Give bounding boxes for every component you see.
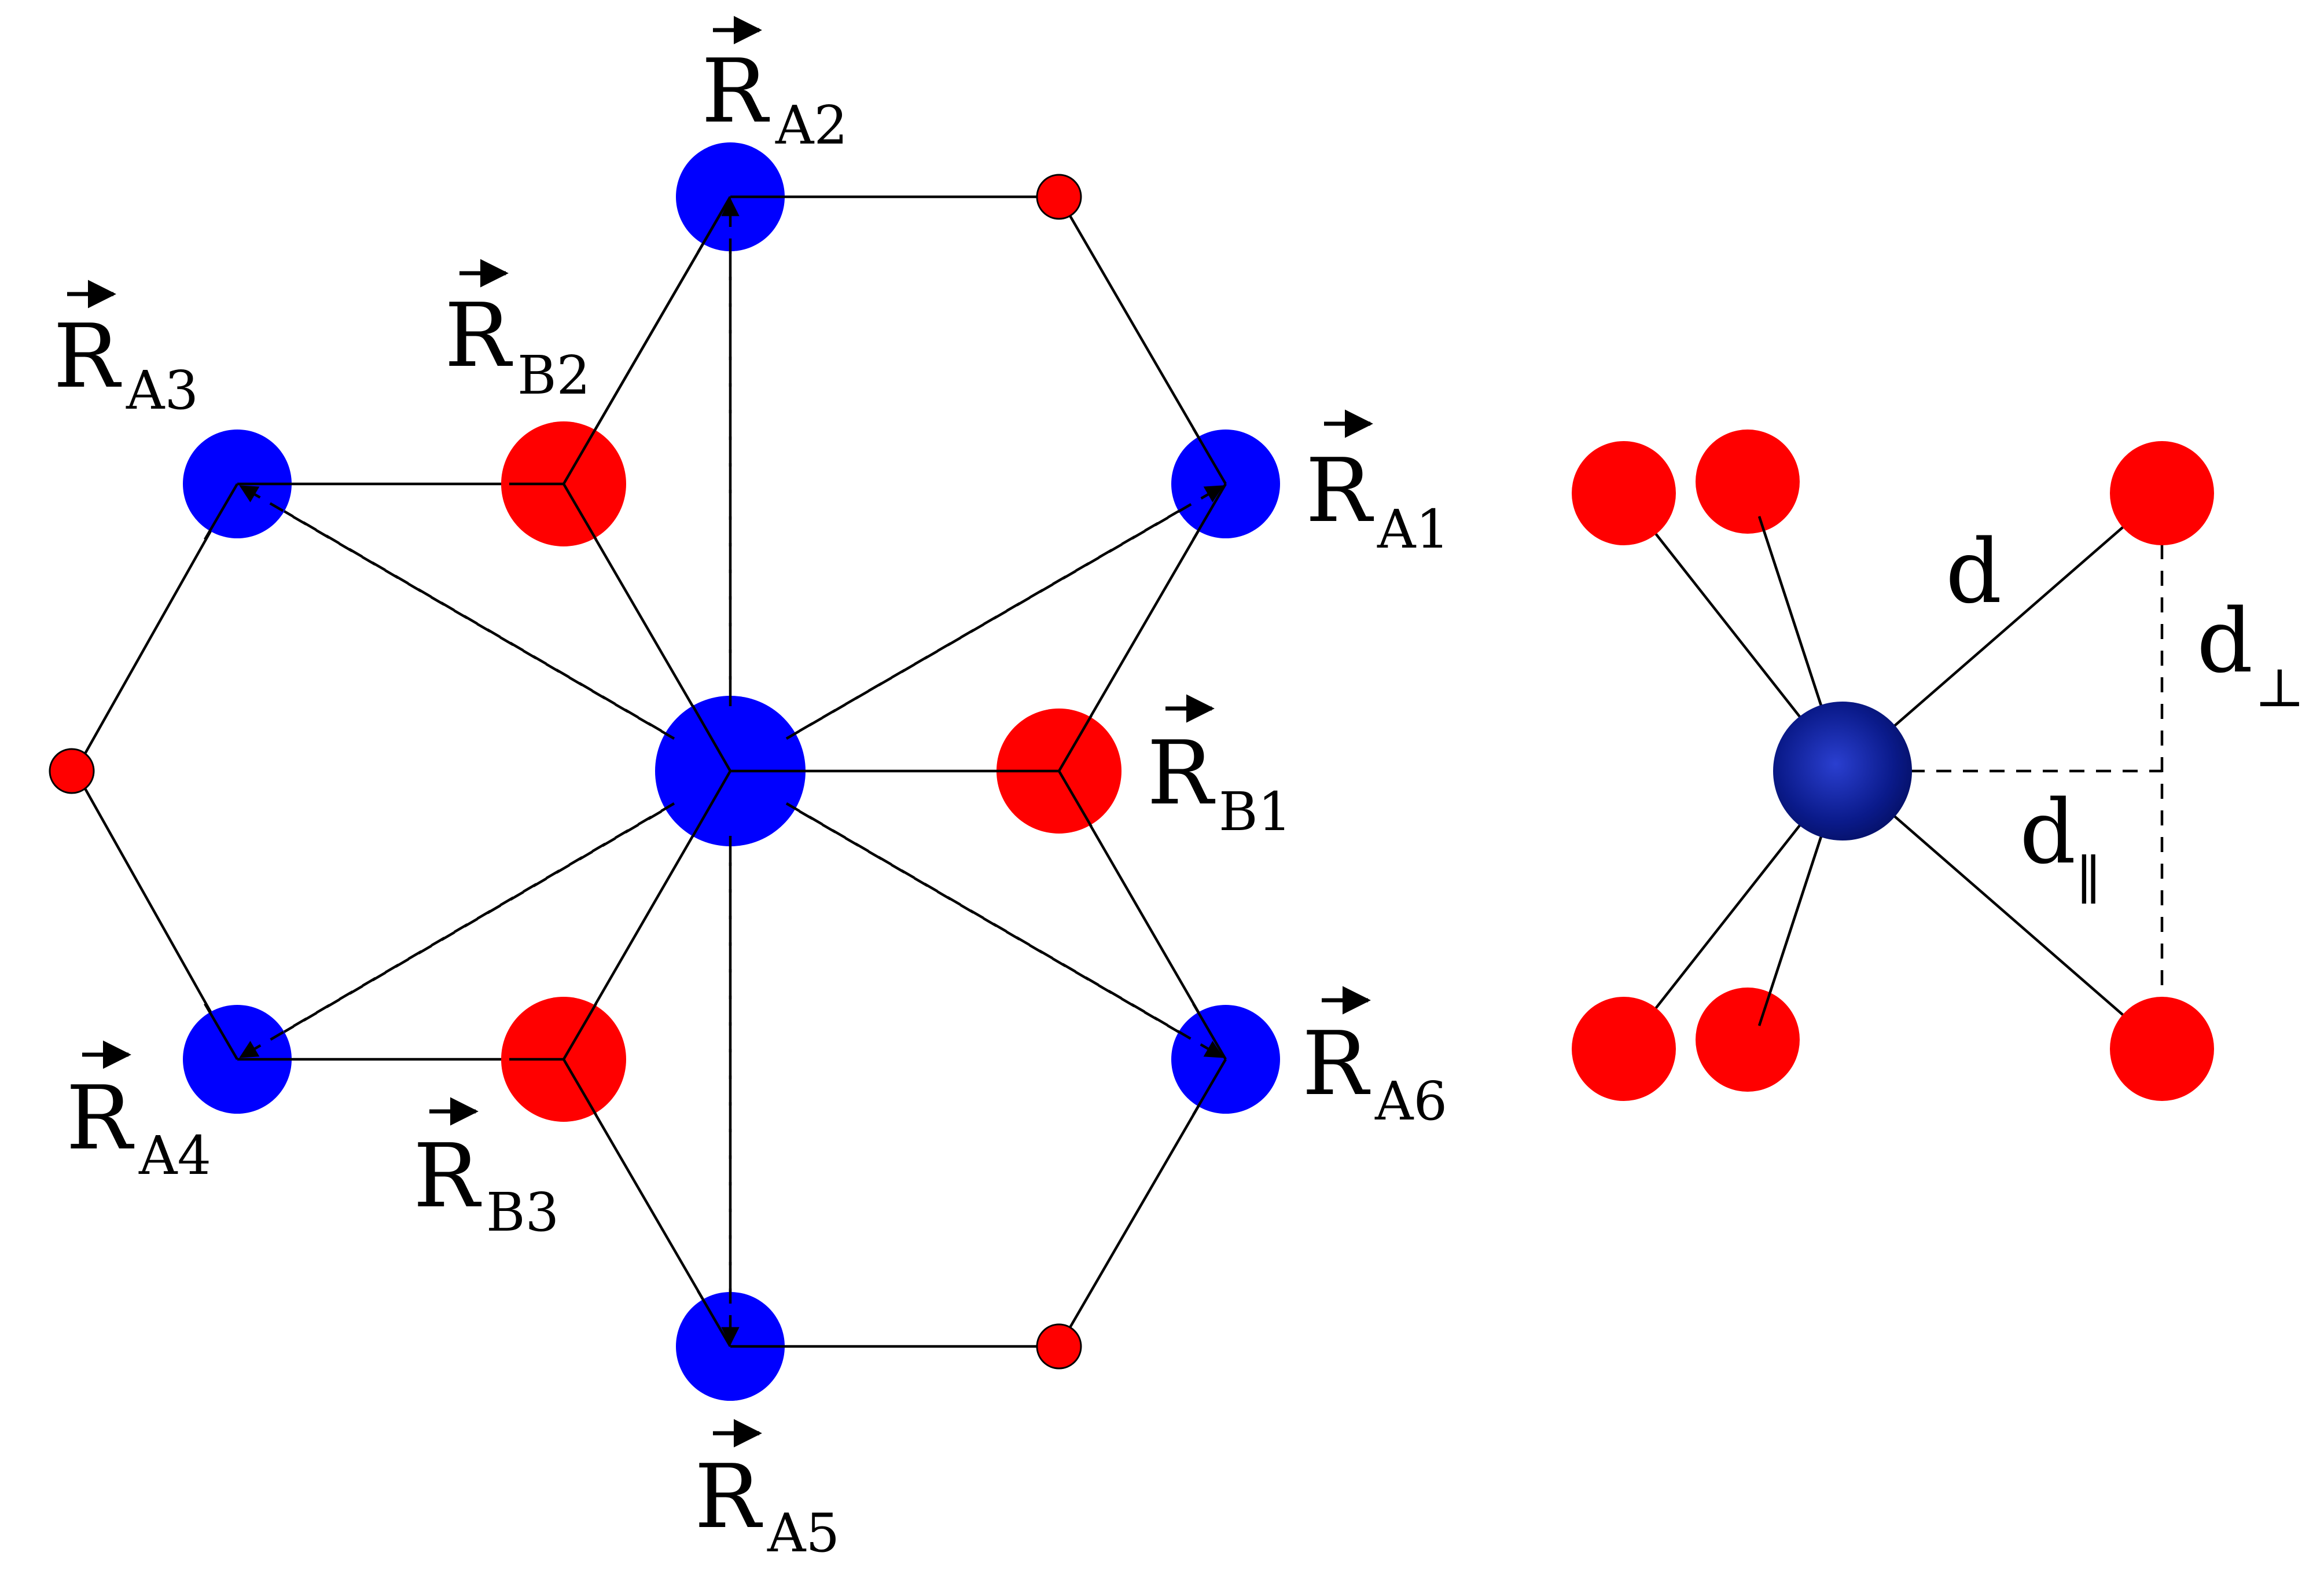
label-r-a6: R A6 — [1302, 986, 1447, 1132]
svg-text:d: d — [2020, 781, 2076, 883]
svg-text:A1: A1 — [1377, 498, 1450, 560]
svg-text:R: R — [444, 284, 513, 387]
label-r-a2: R A2 — [701, 16, 848, 156]
svg-text:A5: A5 — [767, 1502, 840, 1564]
geo-blue-atom — [1773, 702, 1912, 840]
vector-arrowheads — [239, 197, 1224, 1346]
atom-b-small — [1036, 1323, 1082, 1370]
svg-text:⊥: ⊥ — [2255, 657, 2305, 719]
geo-red-atom — [2110, 997, 2214, 1101]
lattice-panel: R A2 R A3 R B2 R A1 — [49, 16, 1450, 1564]
svg-text:R: R — [1147, 722, 1216, 824]
svg-text:R: R — [53, 305, 122, 408]
label-d-par: d ∥ — [2020, 781, 2101, 911]
svg-text:R: R — [1302, 1012, 1371, 1115]
svg-text:d: d — [2197, 590, 2253, 692]
label-r-a5: R A5 — [694, 1419, 840, 1564]
label-r-b1: R B1 — [1147, 694, 1292, 843]
geo-red-atom — [1572, 441, 1676, 545]
geometry-panel: d d ⊥ d ∥ — [1572, 430, 2305, 1101]
svg-text:R: R — [1306, 439, 1374, 542]
label-r-b3: R B3 — [413, 1097, 559, 1243]
label-d: d — [1946, 520, 2002, 623]
svg-text:B3: B3 — [486, 1181, 559, 1243]
label-r-b2: R B2 — [444, 259, 590, 406]
label-d-perp: d ⊥ — [2197, 590, 2305, 719]
svg-text:R: R — [694, 1445, 763, 1548]
dashed-vectors — [236, 197, 1227, 1346]
svg-text:R: R — [701, 40, 770, 142]
vector-labels: R A2 R A3 R B2 R A1 — [53, 16, 1450, 1564]
geometry-labels: d d ⊥ d ∥ — [1946, 520, 2305, 911]
label-r-a4: R A4 — [66, 1040, 211, 1187]
geo-red-atom — [1696, 988, 1800, 1092]
label-r-a1: R A1 — [1306, 409, 1450, 560]
atoms-b-small — [49, 174, 1082, 1370]
svg-text:B1: B1 — [1219, 781, 1292, 843]
geometry-atoms — [1572, 430, 2214, 1101]
svg-text:∥: ∥ — [2076, 849, 2101, 911]
label-r-a3: R A3 — [53, 280, 198, 421]
atom-b-small — [1036, 174, 1082, 220]
geo-red-atom — [1572, 997, 1676, 1101]
bond-overlays — [204, 195, 1227, 1348]
atom-b-small — [49, 748, 95, 794]
svg-text:R: R — [413, 1125, 482, 1227]
svg-text:A3: A3 — [126, 359, 198, 421]
svg-text:R: R — [66, 1067, 135, 1169]
geo-red-atom — [1696, 430, 1800, 534]
svg-text:B2: B2 — [517, 344, 590, 406]
svg-text:A2: A2 — [775, 94, 848, 156]
svg-text:A6: A6 — [1374, 1070, 1447, 1132]
geo-red-atom — [2110, 441, 2214, 545]
svg-text:A4: A4 — [138, 1125, 211, 1187]
